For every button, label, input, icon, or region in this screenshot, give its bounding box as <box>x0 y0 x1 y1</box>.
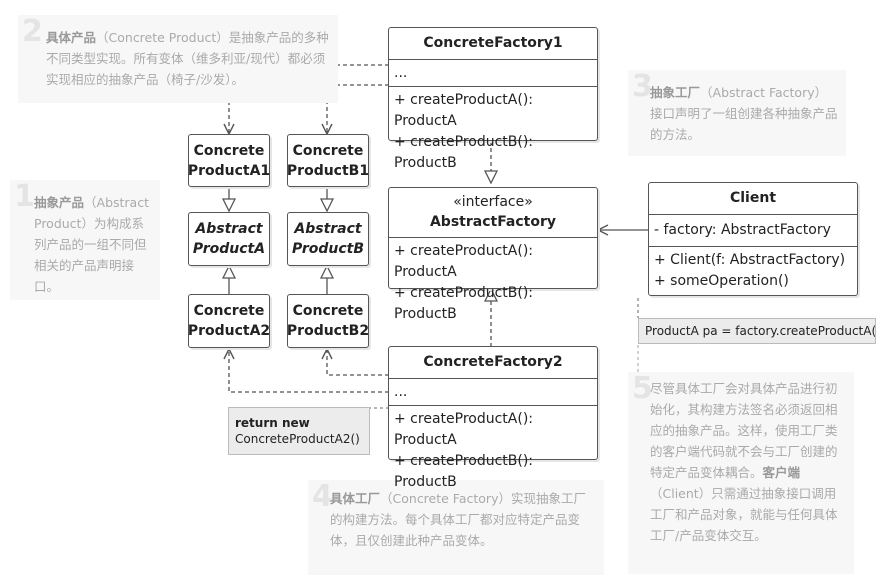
code-keyword: return new <box>235 416 310 430</box>
note-client: 5 尽管具体工厂会对具体产品进行初始化，其构建方法签名必须返回相应的抽象产品。这… <box>628 372 854 574</box>
note-text: （Abstract Factory）接口声明了一组创建各种抽象产品的方法。 <box>650 85 838 142</box>
product-label: ProductA <box>192 241 266 257</box>
return-new-code-note: return new ConcreteProductA2() <box>228 407 370 455</box>
method: + Client(f: AbstractFactory) <box>654 252 846 268</box>
class-fields: ... <box>389 378 597 405</box>
note-abstract-product: 1 抽象产品（Abstract Product）为构成系列产品的一组不同但相关的… <box>10 180 160 300</box>
note-concrete-factory: 4 具体工厂（Concrete Factory）实现抽象工厂的构建方法。每个具体… <box>308 480 604 575</box>
product-label: Concrete <box>292 303 364 319</box>
cf1-to-a1-arrow <box>229 64 389 134</box>
note-number: 4 <box>312 479 333 514</box>
concrete-factory1-class: ConcreteFactory1 ... + createProductA():… <box>388 27 598 171</box>
product-label: Abstract <box>294 221 362 237</box>
class-name: AbstractFactory <box>429 214 557 230</box>
class-methods: + createProductA(): ProductA + createPro… <box>389 86 597 177</box>
product-label: Concrete <box>193 303 265 319</box>
method: + someOperation() <box>654 273 789 289</box>
note-text: （Concrete Product）是抽象产品的多种不同类型实现。所有变体（维多… <box>46 30 329 87</box>
class-name: ConcreteFactory2 <box>423 354 563 370</box>
note-term: 具体工厂 <box>330 491 381 506</box>
note-text: 尽管具体工厂会对具体产品进行初始化，其构建方法签名必须返回相应的抽象产品。这样，… <box>650 381 838 480</box>
method: + createProductA(): ProductA <box>394 411 533 448</box>
product-label: Concrete <box>193 142 265 159</box>
method: + createProductA(): ProductA <box>394 243 533 280</box>
code-text: ProductA pa = factory.createProductA() <box>645 324 876 338</box>
method: + createProductA(): ProductA <box>394 92 533 129</box>
abstract-factory-interface: «interface» AbstractFactory + createProd… <box>388 187 598 322</box>
client-class: Client - factory: AbstractFactory + Clie… <box>648 182 858 296</box>
product-label: ProductA1 <box>187 162 271 179</box>
note-abstract-factory: 3 抽象工厂（Abstract Factory）接口声明了一组创建各种抽象产品的… <box>628 70 846 156</box>
stereotype: «interface» <box>453 194 533 210</box>
product-label: ProductB2 <box>286 323 370 339</box>
cf2-to-b2-arrow <box>327 349 389 376</box>
method: + createProductB(): ProductB <box>394 285 534 322</box>
class-header: «interface» AbstractFactory <box>389 188 597 237</box>
note-term: 具体产品 <box>46 30 97 45</box>
product-label: ProductA2 <box>187 323 271 339</box>
code-text: ConcreteProductA2() <box>235 432 360 446</box>
note-number: 3 <box>632 69 653 104</box>
class-fields: - factory: AbstractFactory <box>649 214 857 246</box>
cf1-to-b1-arrow <box>327 84 389 134</box>
note-number: 1 <box>14 179 35 214</box>
class-name: ConcreteFactory1 <box>423 35 563 51</box>
note-text: （Concrete Factory）实现抽象工厂的构建方法。每个具体工厂都对应特… <box>330 491 586 548</box>
method: + createProductB(): ProductB <box>394 134 534 171</box>
product-label: Abstract <box>195 221 263 237</box>
note-term: 抽象工厂 <box>650 85 701 100</box>
note-number: 5 <box>632 371 653 406</box>
method: + createProductB(): ProductB <box>394 453 534 490</box>
cf2-to-a2-arrow <box>229 349 389 393</box>
class-methods: + createProductA(): ProductA + createPro… <box>389 237 597 328</box>
class-methods: + Client(f: AbstractFactory) + someOpera… <box>649 246 857 295</box>
note-term: 抽象产品 <box>34 195 85 210</box>
note-number: 2 <box>22 14 43 49</box>
class-methods: + createProductA(): ProductA + createPro… <box>389 405 597 496</box>
note-concrete-product: 2 具体产品（Concrete Product）是抽象产品的多种不同类型实现。所… <box>18 15 338 103</box>
class-fields: ... <box>389 59 597 86</box>
note-text: （Abstract Product）为构成系列产品的一组不同但相关的产品声明接口… <box>34 195 149 294</box>
client-code-note: ProductA pa = factory.createProductA() <box>638 318 876 344</box>
product-label: ProductB1 <box>286 162 370 179</box>
product-label: Concrete <box>292 142 364 159</box>
note-term: 客户端 <box>762 465 801 480</box>
class-name: Client <box>729 190 777 206</box>
product-label: ProductB <box>291 241 364 257</box>
concrete-factory2-class: ConcreteFactory2 ... + createProductA():… <box>388 346 598 490</box>
note-text: （Client）只需通过抽象接口调用工厂和产品对象，就能与任何具体工厂/产品变体… <box>650 486 838 543</box>
